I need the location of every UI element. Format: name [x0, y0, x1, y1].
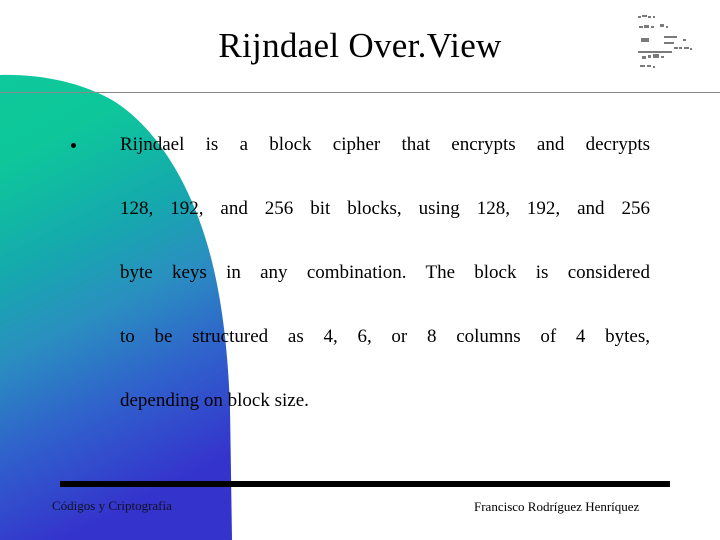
body-line: byte keys in any combination. The block …: [0, 250, 720, 314]
page-title: Rijndael Over.View: [218, 26, 502, 65]
body-line: depending on block size.: [0, 378, 720, 442]
body-text-block: Rijndael is a block cipher that encrypts…: [0, 122, 720, 442]
body-line: 128, 192, and 256 bit blocks, using 128,…: [0, 186, 720, 250]
math-formula-thumbnail-icon: [638, 15, 692, 68]
body-line-text: depending on block size.: [120, 390, 309, 411]
title-divider: [0, 92, 720, 93]
footer-author-label: Francisco Rodríguez Henríquez: [474, 499, 640, 514]
footer-divider-bar: [60, 481, 670, 487]
body-line-text: Rijndael is a block cipher that encrypts…: [120, 134, 650, 155]
body-line: to be structured as 4, 6, or 8 columns o…: [0, 314, 720, 378]
footer-course-label: Códigos y Criptografía: [52, 498, 172, 513]
bullet-icon: [71, 143, 76, 148]
body-line-text: to be structured as 4, 6, or 8 columns o…: [120, 326, 650, 347]
slide-title-container: Rijndael Over.View: [0, 26, 720, 65]
body-line-text: 128, 192, and 256 bit blocks, using 128,…: [120, 198, 650, 219]
body-line: Rijndael is a block cipher that encrypts…: [0, 122, 720, 186]
body-line-text: byte keys in any combination. The block …: [120, 262, 650, 283]
